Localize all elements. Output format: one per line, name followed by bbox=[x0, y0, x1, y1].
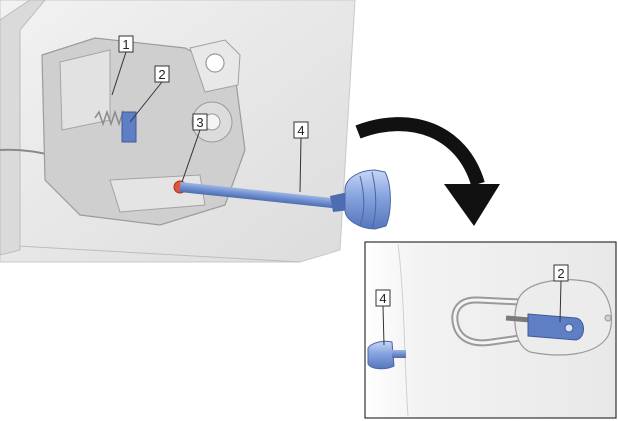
inset-panel-edge bbox=[397, 243, 409, 417]
mounting-hole bbox=[205, 53, 225, 73]
inset-callout-4-label: 4 bbox=[379, 291, 386, 306]
screwdriver-handle bbox=[344, 169, 391, 230]
callout-2: 2 bbox=[154, 65, 170, 83]
handle-grip-line-2 bbox=[371, 171, 377, 229]
screwdriver-icon bbox=[179, 169, 391, 230]
cover-pin bbox=[604, 314, 612, 322]
handle-grip-line bbox=[359, 175, 365, 227]
screwdriver-shaft bbox=[179, 182, 345, 210]
inset-callout-2: 2 bbox=[553, 264, 569, 282]
lock-upper-block bbox=[59, 49, 111, 131]
lock-mechanism bbox=[41, 37, 246, 226]
callout-4-label: 4 bbox=[297, 123, 304, 138]
callout-1-label: 1 bbox=[122, 37, 129, 52]
main-view: 1 2 3 4 bbox=[0, 0, 391, 263]
inset-tool-tip bbox=[392, 350, 406, 358]
connector-rod bbox=[505, 315, 531, 323]
inset-screwdriver-icon bbox=[367, 340, 406, 370]
panel-edge bbox=[0, 244, 301, 263]
callout-3: 3 bbox=[192, 113, 208, 131]
inset-callout-4: 4 bbox=[375, 289, 391, 307]
hook-loop-inner bbox=[453, 298, 521, 345]
inset-view: 4 2 bbox=[364, 241, 617, 419]
lower-bracket bbox=[109, 174, 206, 213]
callout-leaders bbox=[111, 51, 302, 193]
callout-3-label: 3 bbox=[196, 115, 203, 130]
inset-callout-2-label: 2 bbox=[557, 266, 564, 281]
lock-detail-illustration bbox=[451, 279, 612, 356]
inset-callout-leaders bbox=[382, 280, 562, 346]
curved-arrow-icon bbox=[355, 117, 500, 226]
inset-tool-handle bbox=[367, 340, 395, 370]
callout-1: 1 bbox=[118, 35, 134, 53]
lever-tab bbox=[527, 313, 584, 341]
panel-left-frame bbox=[0, 0, 46, 256]
callout-2-label: 2 bbox=[158, 67, 165, 82]
callout-4: 4 bbox=[293, 121, 309, 139]
lever-tab-hole bbox=[564, 323, 574, 333]
